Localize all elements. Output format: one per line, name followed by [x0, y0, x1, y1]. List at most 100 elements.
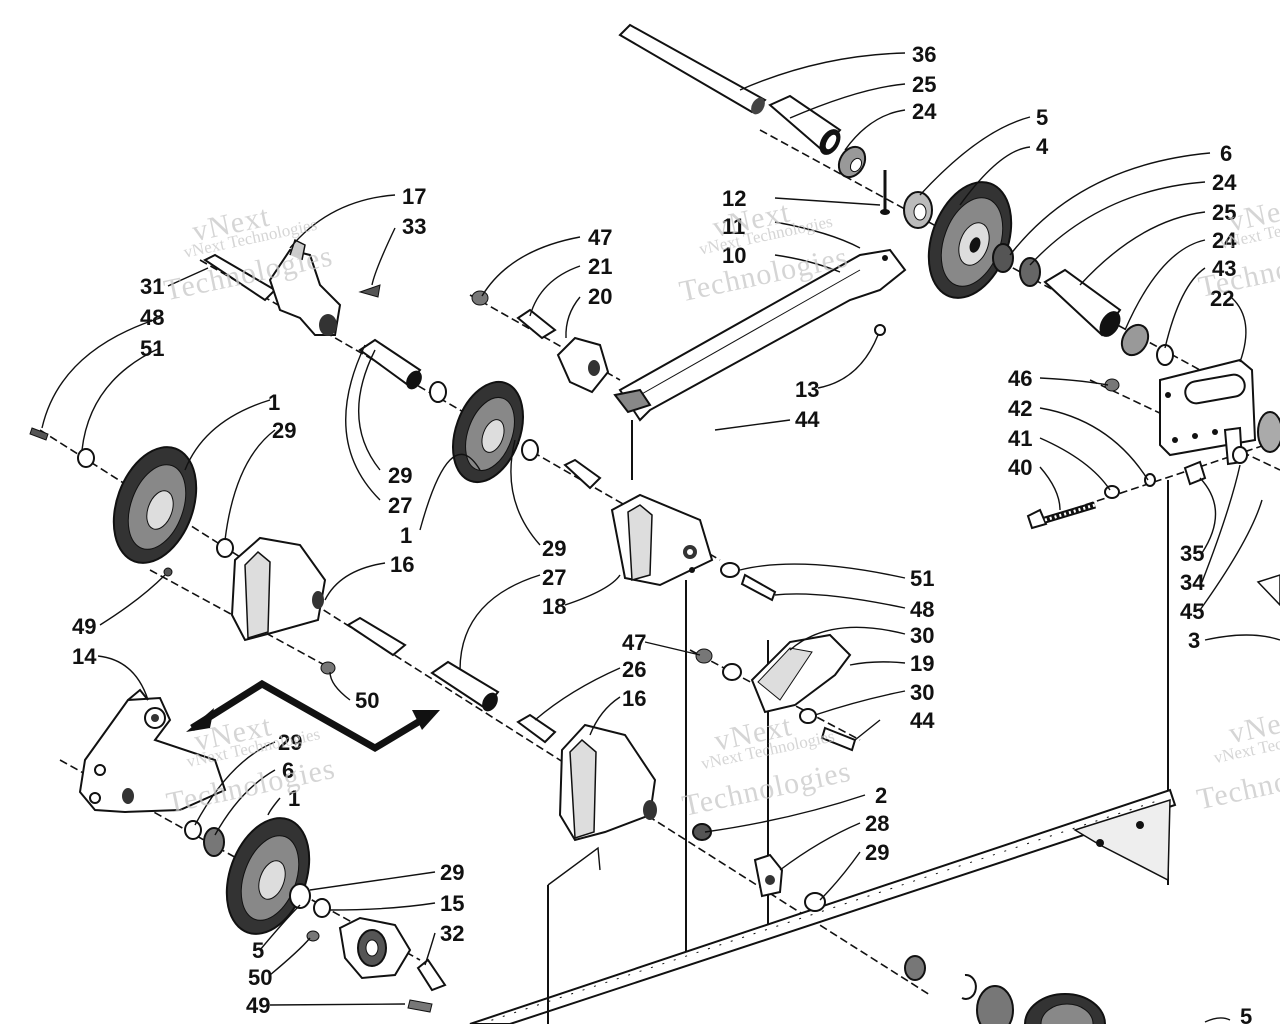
part-label-46: 46 — [1008, 366, 1032, 391]
part-label-13: 13 — [795, 377, 819, 402]
part-label-20: 20 — [588, 284, 612, 309]
arm-10 — [613, 248, 907, 422]
part-label-1: 1 — [288, 786, 300, 811]
watermark-6: vNext Technologies vNext Technologies — [1194, 702, 1280, 817]
part-label-34: 34 — [1180, 570, 1205, 595]
part-label-25: 25 — [912, 72, 936, 97]
part-label-18: 18 — [542, 594, 566, 619]
part-label-49: 49 — [246, 993, 270, 1018]
part-label-10: 10 — [722, 243, 746, 268]
bushing-24-right — [1120, 323, 1174, 366]
spacer-27-upper — [358, 338, 447, 403]
hub-15 — [306, 916, 447, 1013]
part-label-50: 50 — [355, 688, 379, 713]
part-label-5: 5 — [252, 938, 264, 963]
part-label-27: 27 — [388, 493, 412, 518]
watermark-4: vNext Technologies vNext Technologies — [679, 709, 854, 823]
part-label-15: 15 — [440, 891, 464, 916]
part-label-1: 1 — [400, 523, 412, 548]
part-label-25: 25 — [1212, 200, 1236, 225]
part-label-48: 48 — [910, 597, 934, 622]
bracket-16-center — [558, 723, 712, 842]
part-label-41: 41 — [1008, 426, 1032, 451]
watermarks: vNext Technologies vNext Technologies vN… — [161, 190, 1280, 823]
part-label-45: 45 — [1180, 599, 1204, 624]
spacer-26-27 — [346, 616, 557, 744]
direction-arrow — [186, 679, 440, 753]
part-label-16: 16 — [390, 552, 414, 577]
part-label-16: 16 — [622, 686, 646, 711]
part-label-24: 24 — [1212, 228, 1237, 253]
part-label-36: 36 — [912, 42, 936, 67]
part-label-50: 50 — [248, 965, 272, 990]
wheel-bottom-right — [904, 955, 1106, 1024]
part-label-17: 17 — [402, 184, 426, 209]
part-label-43: 43 — [1212, 256, 1236, 281]
part-label-24: 24 — [912, 99, 937, 124]
spacer-25-right — [1043, 268, 1122, 337]
part-label-32: 32 — [440, 921, 464, 946]
part-label-14: 14 — [72, 644, 97, 669]
bracket-19 — [695, 633, 857, 752]
axis-bracket-20 — [469, 294, 621, 381]
part-label-49: 49 — [72, 614, 96, 639]
clip-28 — [753, 853, 826, 912]
part-label-47: 47 — [622, 630, 646, 655]
part-label-26: 26 — [622, 657, 646, 682]
part-label-51: 51 — [140, 336, 164, 361]
part-label-29: 29 — [440, 860, 464, 885]
part-label-12: 12 — [722, 186, 746, 211]
part-label-28: 28 — [865, 811, 889, 836]
part-label-30: 30 — [910, 623, 934, 648]
bushing-24-top — [837, 145, 867, 179]
part-label-6: 6 — [1220, 141, 1232, 166]
spacer-25-top — [768, 94, 842, 155]
part-label-29: 29 — [388, 463, 412, 488]
part-label-42: 42 — [1008, 396, 1032, 421]
arm-14 — [78, 688, 227, 814]
plate-22 — [1104, 358, 1280, 466]
bracket-16-left — [163, 536, 336, 675]
part-label-2: 2 — [875, 783, 887, 808]
part-label-24: 24 — [1212, 170, 1237, 195]
part-label-3: 3 — [1188, 628, 1200, 653]
part-number-labels: 36 25 24 5 4 6 24 25 24 43 22 12 11 10 1… — [72, 42, 1252, 1024]
wheel-1-lower — [184, 817, 331, 935]
part-label-4: 4 — [1036, 134, 1049, 159]
part-label-5: 5 — [1036, 105, 1048, 130]
part-label-44: 44 — [795, 407, 820, 432]
part-label-6: 6 — [282, 758, 294, 783]
part-label-30: 30 — [910, 680, 934, 705]
part-label-33: 33 — [402, 214, 426, 239]
shaft-36 — [618, 23, 767, 115]
bracket-18 — [610, 493, 777, 602]
part-label-29: 29 — [542, 536, 566, 561]
axis-plate — [1089, 379, 1280, 471]
wheel-1-left — [29, 427, 234, 564]
part-label-21: 21 — [588, 254, 612, 279]
part-label-40: 40 — [1008, 455, 1032, 480]
bolt-40 — [1026, 460, 1280, 607]
part-label-11: 11 — [722, 214, 745, 239]
part-label-5: 5 — [1240, 1004, 1252, 1024]
wheel-1-upper — [452, 380, 602, 490]
part-label-44: 44 — [910, 708, 935, 733]
part-label-22: 22 — [1210, 286, 1234, 311]
bracket-20 — [471, 290, 610, 394]
part-label-31: 31 — [140, 274, 164, 299]
part-label-29: 29 — [272, 418, 296, 443]
part-label-19: 19 — [910, 651, 934, 676]
part-label-29: 29 — [865, 840, 889, 865]
part-label-27: 27 — [542, 565, 566, 590]
bracket-31 — [203, 238, 381, 336]
leader-lines — [41, 52, 1280, 1023]
part-label-48: 48 — [140, 305, 164, 330]
pin-12 — [880, 170, 890, 215]
part-label-29: 29 — [278, 730, 302, 755]
part-label-47: 47 — [588, 225, 612, 250]
part-label-1: 1 — [268, 390, 280, 415]
part-label-51: 51 — [910, 566, 934, 591]
part-label-35: 35 — [1180, 541, 1204, 566]
wheel-4 — [903, 181, 1041, 299]
